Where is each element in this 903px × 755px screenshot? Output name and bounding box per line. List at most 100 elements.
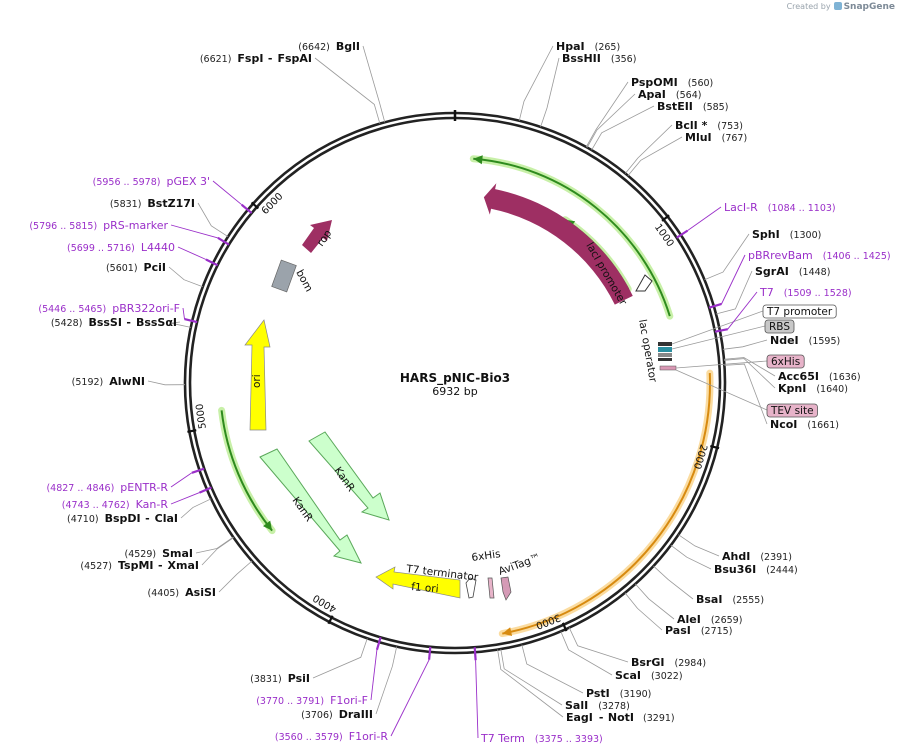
laci-promoter-arrow[interactable] <box>635 274 653 292</box>
primer-name: T7 <box>759 286 774 299</box>
site-connector <box>314 57 381 124</box>
primer[interactable]: pGEX 3'(5956 .. 5978) <box>93 175 210 188</box>
restriction-site[interactable]: KpnI(1640) <box>778 382 848 395</box>
site-alt-name: ClaI <box>155 512 178 525</box>
kanr-region-arc[interactable] <box>220 410 273 532</box>
restriction-site[interactable]: AhdI(2391) <box>722 550 792 563</box>
boxed-feature[interactable]: RBS <box>671 319 795 350</box>
site-name: SalI <box>565 699 588 712</box>
restriction-site[interactable]: ClaI-BspDI(4710) <box>67 512 178 525</box>
restriction-site[interactable]: PsiI(3831) <box>250 672 310 685</box>
site-name: SmaI <box>162 547 193 560</box>
primer-connector <box>390 659 430 737</box>
t7-terminator-arrow[interactable] <box>465 577 477 599</box>
restriction-site[interactable]: BglI(6642) <box>298 40 360 53</box>
site-name: BssSI <box>88 316 122 329</box>
restriction-site[interactable]: AlwNI(5192) <box>72 375 145 388</box>
restriction-site[interactable]: DraIII(3706) <box>301 708 373 721</box>
site-position: (2659) <box>711 615 743 626</box>
restriction-site[interactable]: BssSαI-BssSI(5428) <box>51 316 177 329</box>
restriction-site[interactable]: SgrAI(1448) <box>755 265 830 278</box>
restriction-site[interactable]: XmaI-TspMI(4527) <box>80 559 199 572</box>
site-position: (4710) <box>67 514 99 525</box>
laci-feature-arrow[interactable] <box>483 183 633 305</box>
primer-position: (3560 .. 3579) <box>275 732 343 743</box>
restriction-site[interactable]: AsiSI(4405) <box>148 586 216 599</box>
site-position: (2715) <box>701 626 733 637</box>
restriction-site[interactable]: PasI(2715) <box>665 624 732 637</box>
restriction-site[interactable]: PspOMI(560) <box>631 76 713 89</box>
primer-mark <box>184 317 198 324</box>
primer-connector <box>170 224 219 239</box>
primer[interactable]: L4440(5699 .. 5716) <box>67 241 175 254</box>
restriction-site[interactable]: ApaI(564) <box>638 88 701 101</box>
site-position: (5428) <box>51 318 83 329</box>
restriction-site[interactable]: BstZ17I(5831) <box>110 197 195 210</box>
lac-operator-stack[interactable] <box>658 342 677 371</box>
boxed-feature[interactable]: T7 promoter <box>671 304 837 345</box>
site-alt-name: XmaI <box>168 559 199 572</box>
restriction-site[interactable]: SphI(1300) <box>752 228 821 241</box>
restriction-site[interactable]: EagI-NotI(3291) <box>566 711 675 724</box>
site-position: (265) <box>595 42 621 53</box>
site-position: (3831) <box>250 674 282 685</box>
restriction-site[interactable]: AleI(2659) <box>677 613 742 626</box>
restriction-site[interactable]: Bsu36I(2444) <box>714 563 798 576</box>
restriction-site[interactable]: BstEII(585) <box>657 100 728 113</box>
restriction-site[interactable]: BsrGI(2984) <box>631 656 706 669</box>
primer[interactable]: LacI-R(1084 .. 1103) <box>724 201 836 214</box>
primer[interactable]: Kan-R(4743 .. 4762) <box>62 498 169 511</box>
primer[interactable]: pRS-marker(5796 .. 5815) <box>29 219 168 232</box>
insert-region-arc[interactable] <box>502 373 711 635</box>
primer-mark <box>205 258 219 267</box>
tick-label: 6000 <box>260 191 286 217</box>
site-alt-name: BssSαI <box>136 316 177 329</box>
boxed-feature[interactable]: TEV site <box>675 369 818 418</box>
primer[interactable]: T7 Term(3375 .. 3393) <box>480 732 603 745</box>
restriction-site[interactable]: FspAI-FspI(6621) <box>200 52 312 65</box>
site-position: (585) <box>703 102 729 113</box>
site-name: Bsu36I <box>714 563 756 576</box>
site-position: (4529) <box>125 549 157 560</box>
site-position: (2391) <box>760 552 792 563</box>
restriction-site[interactable]: PstI(3190) <box>586 687 651 700</box>
primer[interactable]: T7(1509 .. 1528) <box>759 286 852 299</box>
site-position: (3291) <box>643 713 675 724</box>
primer[interactable]: pBR322ori-F(5446 .. 5465) <box>38 302 180 315</box>
primer[interactable]: F1ori-R(3560 .. 3579) <box>275 730 388 743</box>
primer-name: pENTR-R <box>120 481 168 494</box>
site-name: BspDI <box>105 512 141 525</box>
restriction-site[interactable]: NdeI(1595) <box>770 334 840 347</box>
primer-name: pRS-marker <box>103 219 168 232</box>
rop-feature-arrow[interactable] <box>302 220 332 253</box>
restriction-site[interactable]: BclI *(753) <box>675 119 743 132</box>
lacI-region-arc[interactable] <box>473 157 671 317</box>
boxed-feature[interactable]: 6xHis <box>675 354 805 369</box>
restriction-site[interactable]: SalI(3278) <box>565 699 630 712</box>
site-position: (1595) <box>809 336 841 347</box>
site-position: (6642) <box>298 42 330 53</box>
bom-feature[interactable] <box>271 259 297 293</box>
f1-ori-feature-arrow[interactable] <box>375 566 461 599</box>
his-tag-feature[interactable] <box>487 577 495 599</box>
site-name: MluI <box>685 131 712 144</box>
restriction-site[interactable]: BssHII(356) <box>562 52 636 65</box>
primer[interactable]: pENTR-R(4827 .. 4846) <box>46 481 168 494</box>
rbs-bar <box>658 353 672 357</box>
avitag-feature[interactable] <box>500 576 512 601</box>
restriction-site[interactable]: NcoI(1661) <box>770 418 839 431</box>
primer[interactable]: F1ori-F(3770 .. 3791) <box>256 694 368 707</box>
restriction-site[interactable]: SmaI (4529) <box>125 547 194 560</box>
restriction-site[interactable]: MluI(767) <box>685 131 747 144</box>
kanr-feature-arrow-outer[interactable] <box>259 448 362 564</box>
restriction-site[interactable]: BsaI(2555) <box>696 593 764 606</box>
primer[interactable]: pBRrevBam(1406 .. 1425) <box>748 249 891 262</box>
restriction-site[interactable]: PciI(5601) <box>106 261 166 274</box>
restriction-site[interactable]: Acc65I(1636) <box>778 370 861 383</box>
site-name: PstI <box>586 687 610 700</box>
kanr-feature-arrow-inner[interactable] <box>308 431 390 521</box>
restriction-site[interactable]: HpaI(265) <box>556 40 620 53</box>
restriction-site[interactable]: ScaI(3022) <box>615 669 683 682</box>
ori-feature-arrow[interactable] <box>244 319 271 431</box>
